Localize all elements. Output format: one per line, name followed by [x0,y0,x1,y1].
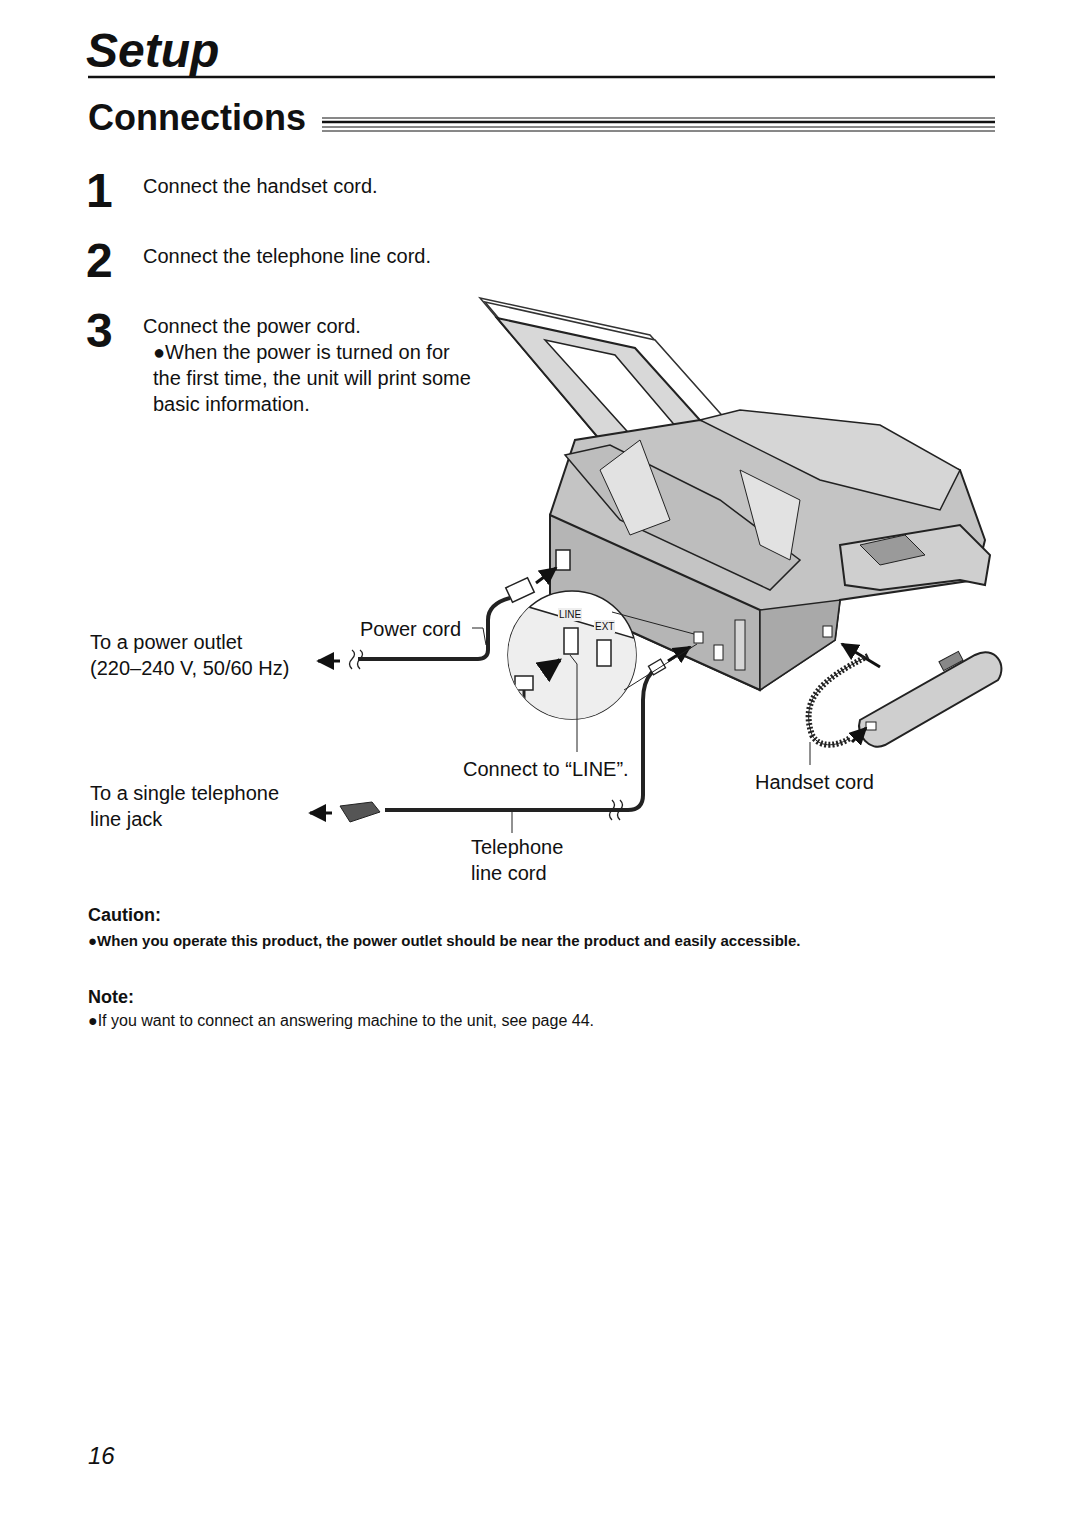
caution-heading: Caution: [88,904,161,927]
note-text: ●If you want to connect an answering mac… [88,1011,1018,1032]
part-label: To a single telephone line jack [90,780,315,832]
page-header: Setup [86,20,219,82]
part-label: Power cord [360,616,461,642]
jack-label: EXT [594,620,615,633]
step-number: 1 [86,160,113,222]
step-text: Connect the power cord. [143,313,361,339]
caution-text: ●When you operate this product, the powe… [88,931,1018,951]
step-note: ●When the power is turned on for the fir… [153,339,478,417]
part-label: To a power outlet [90,629,242,655]
section-title: Connections [88,95,306,142]
page-number: 16 [88,1440,115,1471]
part-label: Connect to “LINE”. [463,756,629,782]
note-heading: Note: [88,986,134,1009]
step-number: 3 [86,300,113,362]
part-label: Telephone line cord [471,834,586,886]
part-label: (220–240 V, 50/60 Hz) [90,655,289,681]
part-label: Handset cord [755,769,874,795]
step-number: 2 [86,230,113,292]
step-text: Connect the telephone line cord. [143,243,431,269]
jack-label: LINE [558,608,582,621]
step-text: Connect the handset cord. [143,173,378,199]
